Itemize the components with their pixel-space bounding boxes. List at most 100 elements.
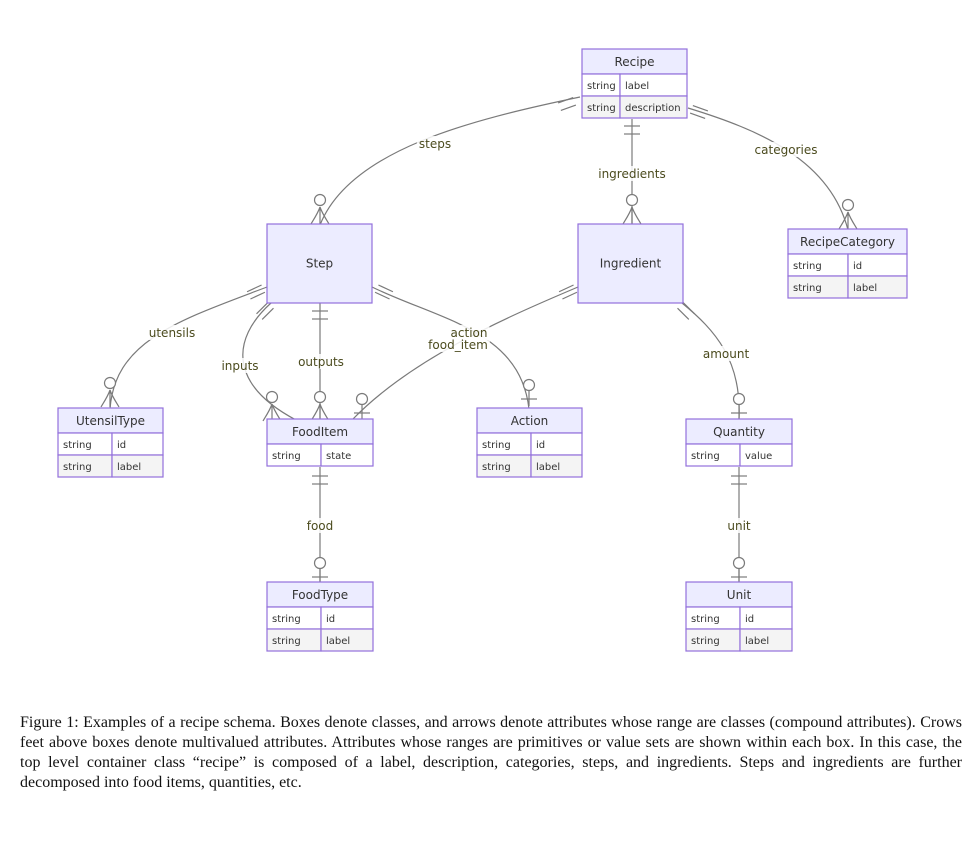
attr-name: state [326,451,351,462]
zero-or-more-marker [838,198,858,230]
attr-type: string [691,614,720,625]
relationship-label-ingredients: ingredients [598,167,666,181]
attr-name: description [625,103,681,114]
attr-type: string [691,636,720,647]
attr-type: string [63,440,92,451]
zero-or-one-marker [731,392,747,420]
entity-title: Unit [727,588,752,602]
relationship-line-food_item [351,286,579,421]
attr-name: label [326,636,350,647]
relationship-label-bg [700,346,752,361]
attr-type: string [272,451,301,462]
entity-header [685,418,793,445]
entity-title: FoodType [292,588,348,602]
zero-or-more-marker [100,376,120,408]
entity-title: FoodItem [292,425,348,439]
relationship-label-categories: categories [755,143,818,157]
entity-header [476,407,583,434]
relationship-label-unit: unit [727,519,751,533]
attr-type: string [691,451,720,462]
exactly-one-marker [374,284,394,300]
entity-header [57,407,164,434]
attr-name-cell [619,95,688,119]
entity-utensiltype: UtensilType string id string label [57,407,164,478]
entity-header [266,581,374,608]
attr-type: string [793,283,822,294]
relationship-line-categories [687,107,849,231]
relationship-label-bg [426,337,490,352]
attr-name-cell [111,454,164,478]
entity-title: Action [511,414,549,428]
zero-or-one-marker [312,556,328,584]
entity-title: Recipe [614,55,654,69]
exactly-one-marker [689,104,709,120]
relationship-label-bg [752,142,820,157]
entity-unit: Unit string id string label [685,581,793,652]
entity-header [685,581,793,608]
relationship-label-bg [725,518,753,533]
attr-name: label [853,283,877,294]
exactly-one-marker [731,475,747,485]
relationship-label-bg [146,325,198,340]
relationship-line-amount [681,302,740,421]
relationship-label-inputs: inputs [221,359,258,373]
zero-or-more-marker [262,390,282,422]
entity-title: Step [306,257,333,271]
attr-name: id [745,614,754,625]
entity-title: RecipeCategory [800,235,895,249]
attr-name: label [625,81,649,92]
attr-name: label [745,636,769,647]
exactly-one-marker [312,475,328,485]
entity-box [266,223,373,304]
relationship-label-bg [596,166,668,181]
attr-name: label [117,462,141,473]
relationship-label-food: food [307,519,334,533]
entity-title: Quantity [713,425,765,439]
attr-name-cell [320,628,374,652]
entity-ingredient: Ingredient [577,223,684,304]
entity-title: Ingredient [600,257,662,271]
entity-step: Step [266,223,373,304]
zero-or-one-marker [731,556,747,584]
exactly-one-marker [624,125,640,135]
exactly-one-marker [312,310,328,320]
attr-name-cell [739,443,793,467]
relationship-label-action: action [451,326,488,340]
figure-caption: Figure 1: Examples of a recipe schema. B… [20,714,962,791]
relationship-label-food_item: food_item [428,338,488,352]
attr-type: string [793,261,822,272]
zero-or-one-marker [354,392,370,420]
attr-type: string [272,614,301,625]
attr-type: string [587,103,616,114]
attr-type: string [63,462,92,473]
attr-type: string [482,440,511,451]
attr-name: label [536,462,560,473]
exactly-one-marker [246,284,266,300]
relationship-label-bg [304,518,336,533]
relationship-label-steps: steps [419,137,451,151]
zero-or-more-marker [622,193,642,225]
attr-type: string [587,81,616,92]
zero-or-more-marker [310,193,330,225]
attr-name-cell [847,275,908,299]
attr-type: string [272,636,301,647]
exactly-one-marker [677,302,695,320]
cardinality-markers [100,96,858,584]
exactly-one-marker [557,96,577,112]
entity-box [577,223,684,304]
attr-name-cell [739,628,793,652]
entity-title: UtensilType [76,414,145,428]
relationship-label-bg [448,325,490,340]
entity-fooditem: FoodItem string state [266,418,374,467]
zero-or-one-marker [521,378,537,406]
relationship-label-outputs: outputs [298,355,344,369]
exactly-one-marker [558,284,578,300]
attr-name: id [117,440,126,451]
exactly-one-marker [256,302,274,320]
attr-type: string [482,462,511,473]
